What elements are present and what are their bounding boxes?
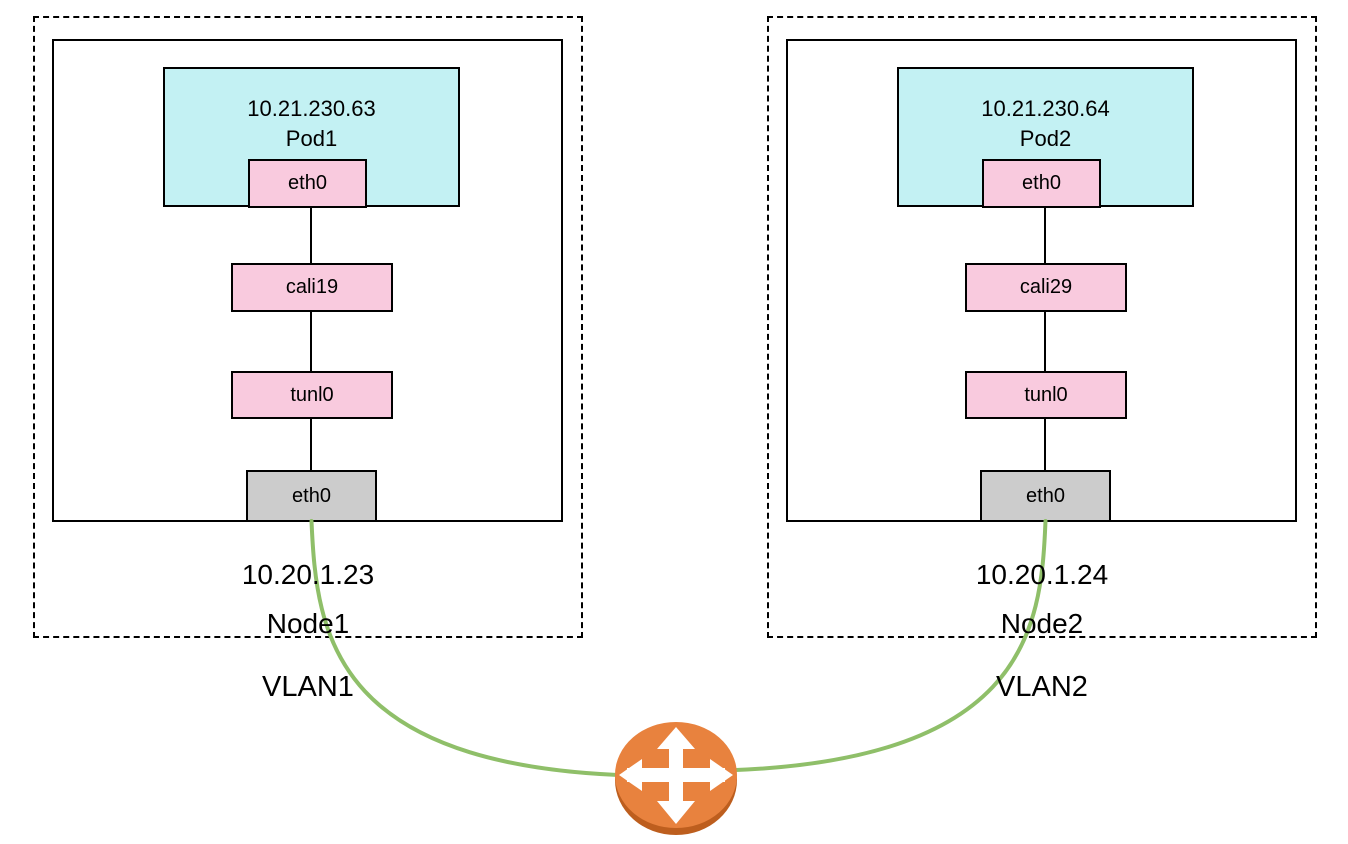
node2-eth0-box: eth0 <box>980 470 1111 522</box>
node2-cali-label: cali29 <box>1019 276 1073 298</box>
node2-cali-box: cali29 <box>965 263 1127 312</box>
node1-name-label: Node1 <box>266 608 350 639</box>
pod1-box: 10.21.230.63 Pod1 <box>163 67 460 207</box>
pod1-ip-label: 10.21.230.63 <box>247 96 376 121</box>
pod2-name-label: Pod2 <box>1019 126 1072 151</box>
node2-eth0-label: eth0 <box>1026 484 1065 507</box>
node2-interface-connector-line <box>1044 206 1046 470</box>
node2-tunl0-box: tunl0 <box>965 371 1127 419</box>
pod1-eth0-box: eth0 <box>248 159 367 208</box>
router-icon <box>615 722 737 835</box>
vlan1-group: 10.21.230.63 Pod1 eth0 cali19 tunl0 eth0… <box>33 16 583 722</box>
node1-tunl0-box: tunl0 <box>231 371 393 419</box>
pod2-eth0-label: eth0 <box>1022 172 1061 194</box>
pod1-name-label: Pod1 <box>285 126 338 151</box>
pod2-eth0-box: eth0 <box>982 159 1101 208</box>
pod2-ip-label: 10.21.230.64 <box>981 96 1110 121</box>
vlan2-group: 10.21.230.64 Pod2 eth0 cali29 tunl0 eth0… <box>767 16 1317 722</box>
node1-eth0-box: eth0 <box>246 470 377 522</box>
node2-name-label: Node2 <box>1000 608 1084 639</box>
node1-eth0-label: eth0 <box>292 484 331 507</box>
node1-cali-box: cali19 <box>231 263 393 312</box>
node1-tunl0-label: tunl0 <box>290 383 334 406</box>
vlan2-label: VLAN2 <box>996 671 1088 703</box>
node1-cali-label: cali19 <box>285 276 339 298</box>
router-arrow-down <box>657 801 695 824</box>
node1-interface-connector-line <box>310 206 312 470</box>
node2-ip-label: 10.20.1.24 <box>975 559 1109 590</box>
node2-tunl0-label: tunl0 <box>1024 383 1068 406</box>
vlan1-boundary <box>33 16 583 638</box>
pod1-eth0-label: eth0 <box>288 172 327 194</box>
node1-ip-label: 10.20.1.23 <box>241 559 375 590</box>
vlan1-label: VLAN1 <box>262 671 354 703</box>
